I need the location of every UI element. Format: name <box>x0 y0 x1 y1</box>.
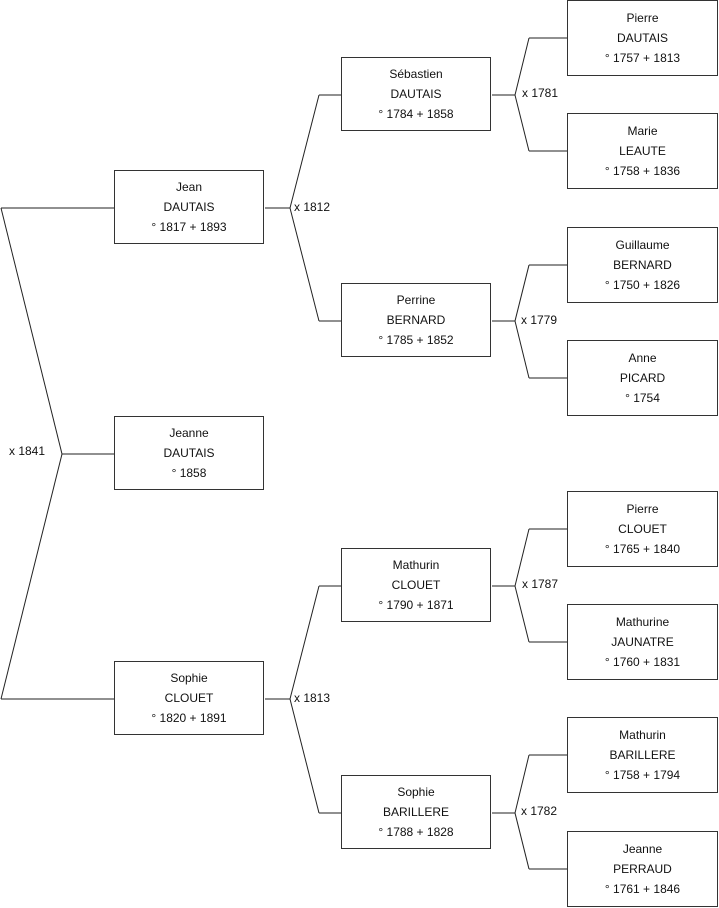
life-dates: ° 1750 + 1826 <box>604 278 681 292</box>
life-dates: ° 1820 + 1891 <box>151 711 227 725</box>
life-dates: ° 1765 + 1840 <box>604 542 681 556</box>
first-name: Mathurin <box>619 728 666 742</box>
first-name: Guillaume <box>615 238 670 252</box>
connector-line <box>514 37 530 96</box>
first-name: Anne <box>628 351 657 365</box>
person-box-pierre-dautais[interactable]: Pierre DAUTAIS ° 1757 + 1813 <box>567 0 718 76</box>
last-name: JAUNATRE <box>611 635 674 649</box>
person-box-jeanne-perraud[interactable]: Jeanne PERRAUD ° 1761 + 1846 <box>567 831 718 907</box>
connector-line <box>289 207 320 322</box>
person-box-sophie-barillere[interactable]: Sophie BARILLERE ° 1788 + 1828 <box>341 775 491 849</box>
last-name: DAUTAIS <box>163 446 215 460</box>
life-dates: ° 1758 + 1836 <box>604 164 681 178</box>
connector-line <box>289 698 320 814</box>
life-dates: ° 1785 + 1852 <box>378 333 454 347</box>
person-box-perrine-bernard[interactable]: Perrine BERNARD ° 1785 + 1852 <box>341 283 491 357</box>
marriage-label-1781: x 1781 <box>522 86 559 100</box>
last-name: CLOUET <box>164 691 214 705</box>
connector-line <box>0 453 63 700</box>
first-name: Pierre <box>626 11 659 25</box>
connector-line <box>0 207 63 455</box>
person-box-guillaume-bernard[interactable]: Guillaume BERNARD ° 1750 + 1826 <box>567 227 718 303</box>
life-dates: ° 1761 + 1846 <box>604 882 681 896</box>
person-box-sebastien-dautais[interactable]: Sébastien DAUTAIS ° 1784 + 1858 <box>341 57 491 131</box>
person-box-jeanne-dautais[interactable]: Jeanne DAUTAIS ° 1858 <box>114 416 264 490</box>
connector-line <box>514 812 530 870</box>
person-box-sophie-clouet[interactable]: Sophie CLOUET ° 1820 + 1891 <box>114 661 264 735</box>
life-dates: ° 1858 <box>171 466 207 480</box>
last-name: CLOUET <box>618 522 667 536</box>
first-name: Marie <box>627 124 658 138</box>
life-dates: ° 1788 + 1828 <box>378 825 454 839</box>
last-name: DAUTAIS <box>616 31 669 45</box>
first-name: Jeanne <box>169 426 209 440</box>
first-name: Mathurine <box>615 615 670 629</box>
last-name: BARILLERE <box>382 805 450 819</box>
marriage-label-1841: x 1841 <box>9 444 46 458</box>
marriage-label-1813: x 1813 <box>294 691 331 705</box>
connector-line <box>289 585 320 700</box>
last-name: BERNARD <box>386 313 446 327</box>
last-name: DAUTAIS <box>390 87 442 101</box>
marriage-label-1787: x 1787 <box>522 577 559 591</box>
last-name: DAUTAIS <box>163 200 215 214</box>
life-dates: ° 1784 + 1858 <box>378 107 454 121</box>
person-box-jean-dautais[interactable]: Jean DAUTAIS ° 1817 + 1893 <box>114 170 264 244</box>
life-dates: ° 1760 + 1831 <box>604 655 681 669</box>
connector-line <box>514 528 530 587</box>
last-name: LEAUTE <box>619 144 666 158</box>
marriage-label-1812: x 1812 <box>294 200 331 214</box>
last-name: BERNARD <box>613 258 672 272</box>
person-box-anne-picard[interactable]: Anne PICARD ° 1754 <box>567 340 718 416</box>
last-name: CLOUET <box>391 578 441 592</box>
marriage-label-1779: x 1779 <box>521 313 558 327</box>
first-name: Jeanne <box>622 842 663 856</box>
person-box-mathurin-clouet[interactable]: Mathurin CLOUET ° 1790 + 1871 <box>341 548 491 622</box>
first-name: Sophie <box>170 671 208 685</box>
person-box-mathurine-jaunatre[interactable]: Mathurine JAUNATRE ° 1760 + 1831 <box>567 604 718 680</box>
last-name: PERRAUD <box>613 862 672 876</box>
connector-line <box>514 320 530 379</box>
first-name: Sébastien <box>389 67 443 81</box>
person-box-mathurin-barillere[interactable]: Mathurin BARILLERE ° 1758 + 1794 <box>567 717 718 793</box>
last-name: BARILLERE <box>609 748 676 762</box>
life-dates: ° 1758 + 1794 <box>604 768 681 782</box>
connector-line <box>514 264 530 322</box>
life-dates: ° 1754 <box>625 391 660 405</box>
connector-line <box>514 754 530 814</box>
first-name: Perrine <box>396 293 436 307</box>
last-name: PICARD <box>619 371 666 385</box>
life-dates: ° 1817 + 1893 <box>151 220 227 234</box>
life-dates: ° 1757 + 1813 <box>604 51 681 65</box>
connector-line <box>514 94 530 152</box>
first-name: Jean <box>175 180 203 194</box>
person-box-pierre-clouet[interactable]: Pierre CLOUET ° 1765 + 1840 <box>567 491 718 567</box>
person-box-marie-leaute[interactable]: Marie LEAUTE ° 1758 + 1836 <box>567 113 718 189</box>
connector-line <box>514 585 530 643</box>
marriage-label-1782: x 1782 <box>521 804 558 818</box>
connector-line <box>289 94 320 209</box>
first-name: Pierre <box>626 502 659 516</box>
first-name: Sophie <box>397 785 435 799</box>
life-dates: ° 1790 + 1871 <box>378 598 454 612</box>
first-name: Mathurin <box>392 558 440 572</box>
